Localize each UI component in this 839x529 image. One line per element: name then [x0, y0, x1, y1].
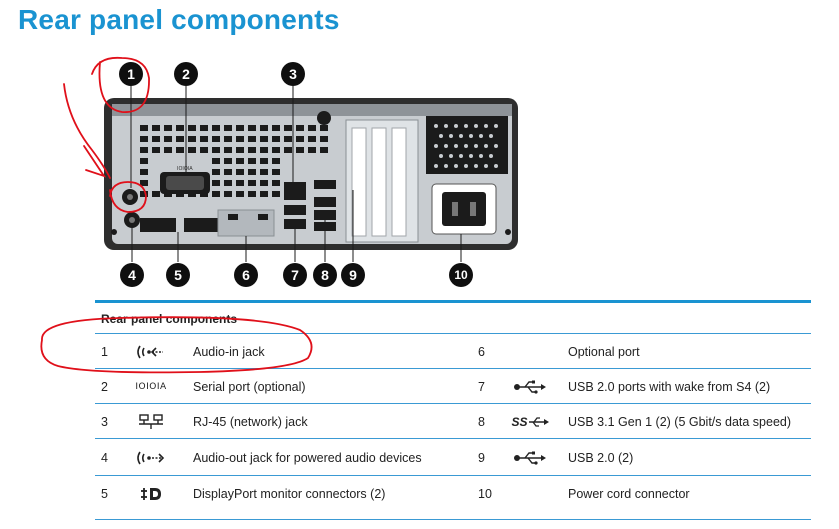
- item-number: 10: [478, 486, 492, 501]
- empty-icon-cell: [510, 334, 550, 369]
- network-icon: [133, 404, 169, 439]
- usb-icon: [510, 369, 550, 404]
- table-row: 3 RJ-45 (network) jack 8 SS USB 3.1 Gen …: [95, 403, 811, 439]
- callout-7: 7: [283, 263, 307, 287]
- callout-8: 8: [313, 263, 337, 287]
- table-row: 2 IOIOIA Serial port (optional) 7 USB 2.…: [95, 368, 811, 404]
- displayport-icon: [133, 476, 169, 511]
- usb-superspeed-icon: SS: [510, 404, 550, 439]
- callout-9: 9: [341, 263, 365, 287]
- audio-out-icon: [133, 439, 169, 476]
- item-number: 1: [101, 344, 108, 359]
- item-number: 2: [101, 379, 108, 394]
- callout-3: 3: [281, 62, 305, 86]
- rear-panel-figure: IOIOIA: [104, 62, 518, 287]
- item-number: 3: [101, 414, 108, 429]
- page-title: Rear panel components: [18, 4, 340, 35]
- item-description: Optional port: [568, 344, 640, 359]
- table-row: 5 DisplayPort monitor connectors (2) 10 …: [95, 475, 811, 511]
- table-row: 4 Audio-out jack for powered audio devic…: [95, 438, 811, 476]
- table-row: 1 Audio-in jack 6 Optional port: [95, 333, 811, 369]
- usb-superspeed-icon-text: SS: [511, 414, 528, 429]
- item-description: USB 2.0 ports with wake from S4 (2): [568, 379, 771, 394]
- item-number: 8: [478, 414, 485, 429]
- table-bottom-rule: [95, 519, 811, 520]
- callout-5: 5: [166, 263, 190, 287]
- item-description: Power cord connector: [568, 486, 690, 501]
- callout-10: 10: [449, 263, 473, 287]
- item-number: 5: [101, 486, 108, 501]
- item-description: DisplayPort monitor connectors (2): [193, 486, 386, 501]
- item-number: 6: [478, 344, 485, 359]
- usb-icon: [510, 439, 550, 476]
- item-description: Serial port (optional): [193, 379, 306, 394]
- item-description: USB 3.1 Gen 1 (2) (5 Gbit/s data speed): [568, 414, 792, 429]
- callout-1: 1: [119, 62, 143, 86]
- item-description: Audio-out jack for powered audio devices: [193, 450, 422, 465]
- audio-in-icon: [133, 334, 169, 369]
- item-number: 4: [101, 450, 108, 465]
- item-description: Audio-in jack: [193, 344, 265, 359]
- serial-port-icon: IOIOIA: [133, 369, 169, 404]
- empty-icon-cell: [510, 476, 550, 511]
- table-top-rule: [95, 300, 811, 303]
- serial-port-icon-text: IOIOIA: [135, 381, 167, 392]
- callout-6: 6: [234, 263, 258, 287]
- item-description: USB 2.0 (2): [568, 450, 634, 465]
- rear-panel-illustration: IOIOIA: [104, 86, 518, 262]
- item-number: 9: [478, 450, 485, 465]
- svg-text:IOIOIA: IOIOIA: [177, 166, 193, 172]
- item-description: RJ-45 (network) jack: [193, 414, 308, 429]
- table-caption: Rear panel components: [101, 312, 238, 326]
- item-number: 7: [478, 379, 485, 394]
- callout-4: 4: [120, 263, 144, 287]
- callout-2: 2: [174, 62, 198, 86]
